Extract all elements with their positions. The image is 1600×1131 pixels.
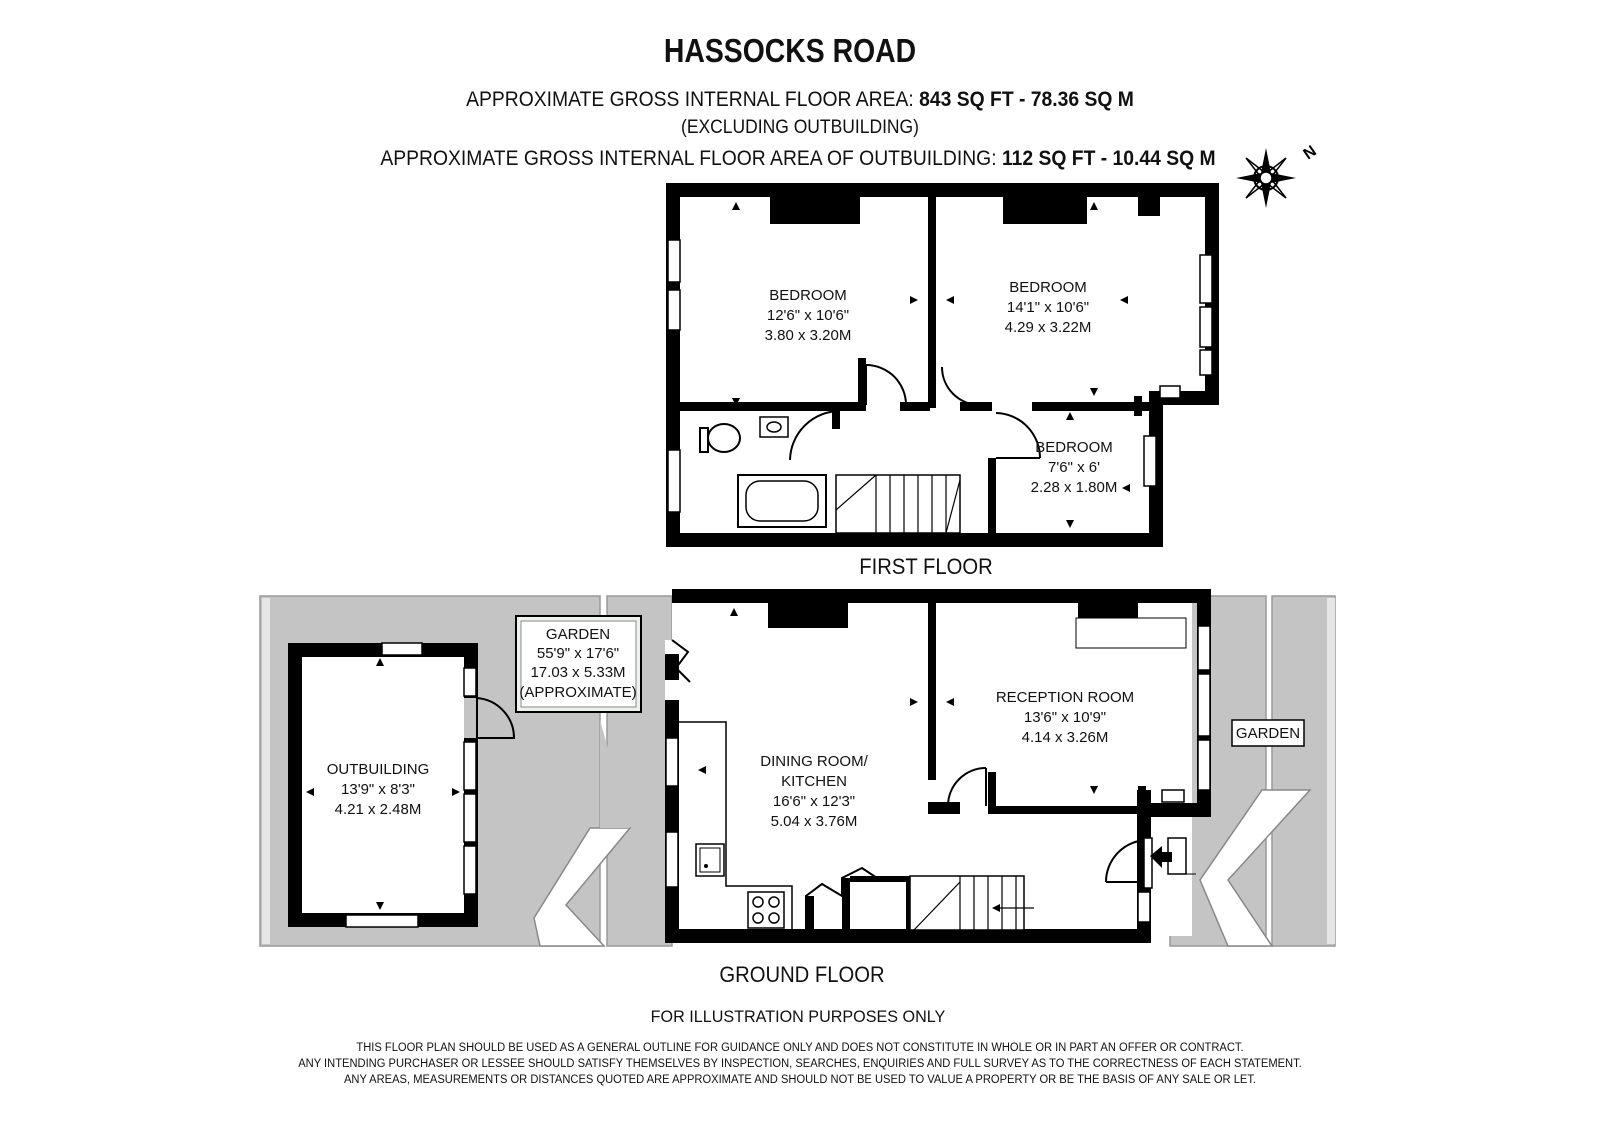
reception-room-name: RECEPTION ROOM (996, 689, 1134, 706)
compass-rose-icon (1236, 148, 1296, 208)
rear-garden-imperial: 55'9" x 17'6" (537, 645, 619, 662)
ground-floor-label: GROUND FLOOR (719, 962, 885, 987)
illustration-notice: FOR ILLUSTRATION PURPOSES ONLY (650, 1007, 946, 1026)
reception-room-imperial: 13'6" x 10'9" (1024, 709, 1106, 726)
disclaimer-line-2: ANY INTENDING PURCHASER OR LESSEE SHOULD… (298, 1058, 1302, 1070)
dining-kitchen-name-2: KITCHEN (781, 773, 847, 790)
first-floor-plan: BEDROOM 12'6" x 10'6" 3.80 x 3.20M BEDRO… (666, 183, 1219, 547)
ground-floor-plan: GARDEN 55'9" x 17'6" 17.03 x 5.33M (APPR… (259, 589, 1336, 947)
bedroom-1-name: BEDROOM (769, 287, 847, 304)
bedroom-1-metric: 3.80 x 3.20M (765, 327, 852, 344)
rear-garden-note: (APPROXIMATE) (519, 684, 636, 701)
gross-area-note: (EXCLUDING OUTBUILDING) (681, 117, 919, 138)
dining-kitchen-metric: 5.04 x 3.76M (771, 813, 858, 830)
outbuilding-name: OUTBUILDING (327, 761, 430, 778)
gross-area-value: 843 SQ FT - 78.36 SQ M (919, 88, 1134, 111)
bedroom-3-metric: 2.28 x 1.80M (1031, 479, 1118, 496)
disclaimer-line-1: THIS FLOOR PLAN SHOULD BE USED AS A GENE… (356, 1042, 1244, 1054)
dining-kitchen-name: DINING ROOM/ (760, 753, 868, 770)
compass-north-label: N (1301, 143, 1320, 164)
bedroom-3-imperial: 7'6" x 6' (1048, 459, 1100, 476)
first-floor-label: FIRST FLOOR (859, 554, 993, 579)
outbuilding-imperial: 13'9" x 8'3" (341, 781, 415, 798)
entrance-arrow-icon (1150, 846, 1172, 868)
bedroom-2-imperial: 14'1" x 10'6" (1007, 299, 1089, 316)
reception-room-metric: 4.14 x 3.26M (1022, 729, 1109, 746)
outbuilding-area-label: APPROXIMATE GROSS INTERNAL FLOOR AREA OF… (380, 147, 997, 170)
outbuilding-area-value: 112 SQ FT - 10.44 SQ M (1001, 147, 1216, 170)
dining-kitchen-imperial: 16'6" x 12'3" (773, 793, 855, 810)
outbuilding-area-line: APPROXIMATE GROSS INTERNAL FLOOR AREA OF… (380, 147, 1215, 171)
rear-garden-label: GARDEN 55'9" x 17'6" 17.03 x 5.33M (APPR… (515, 615, 642, 713)
gross-area-line: APPROXIMATE GROSS INTERNAL FLOOR AREA: 8… (466, 88, 1134, 112)
rear-garden-name: GARDEN (546, 626, 610, 643)
bedroom-3-name: BEDROOM (1035, 439, 1113, 456)
disclaimer-line-3: ANY AREAS, MEASUREMENTS OR DISTANCES QUO… (343, 1074, 1257, 1086)
plan-title: HASSOCKS ROAD (663, 32, 917, 69)
bedroom-2-name: BEDROOM (1009, 279, 1087, 296)
bedroom-1-imperial: 12'6" x 10'6" (767, 307, 849, 324)
bedroom-2-metric: 4.29 x 3.22M (1005, 319, 1092, 336)
front-garden-name: GARDEN (1236, 725, 1300, 742)
outbuilding-metric: 4.21 x 2.48M (335, 801, 422, 818)
gross-area-label: APPROXIMATE GROSS INTERNAL FLOOR AREA: (466, 88, 914, 111)
rear-garden-metric: 17.03 x 5.33M (530, 664, 625, 681)
